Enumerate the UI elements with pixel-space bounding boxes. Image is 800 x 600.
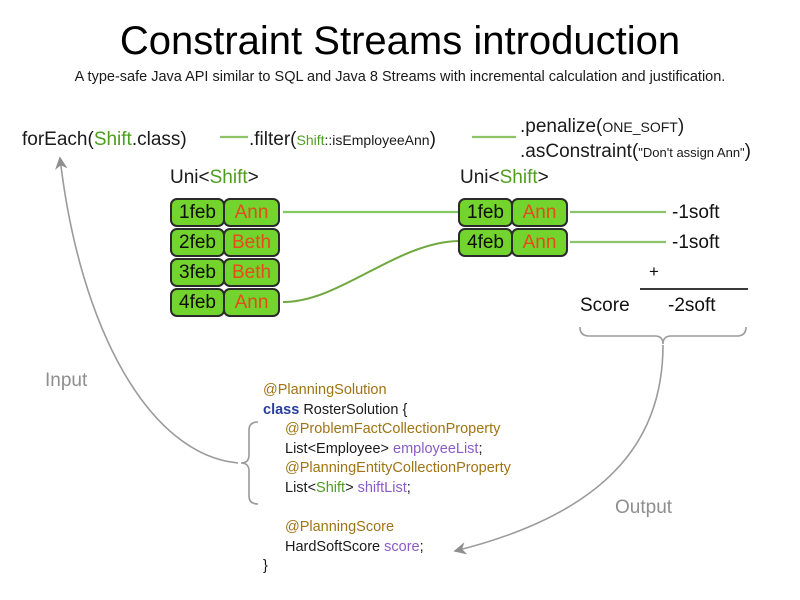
pipeline-step-foreach: forEach(Shift.class) — [22, 128, 187, 152]
code-line: } — [263, 557, 511, 577]
code-token: RosterSolution { — [299, 401, 408, 418]
table-row[interactable]: 2feb Beth — [170, 228, 280, 257]
table-row[interactable]: 4feb Ann — [170, 288, 280, 317]
table-row[interactable]: 1feb Ann — [170, 198, 280, 227]
code-token: List< — [285, 479, 317, 496]
score-brace — [579, 326, 747, 345]
shift-employee: Ann — [511, 228, 568, 257]
code-token: List<Employee> — [285, 440, 394, 457]
table-row[interactable]: 3feb Beth — [170, 258, 280, 287]
code-token: } — [263, 558, 268, 575]
shift-employee: Beth — [223, 228, 280, 257]
pipeline-step-asconstraint: .asConstraint("Don't assign Ann") — [520, 140, 751, 165]
score-total: -2soft — [668, 295, 716, 316]
pipeline-step-filter: .filter(Shift::isEmployeeAnn) — [249, 128, 436, 152]
code-token: Shift — [316, 479, 346, 496]
shift-date: 2feb — [170, 228, 225, 257]
flow-line-4feb — [282, 240, 459, 303]
table-row[interactable]: 4feb Ann — [458, 228, 568, 257]
shift-employee: Beth — [223, 258, 280, 287]
shift-date: 3feb — [170, 258, 225, 287]
shift-date: 1feb — [170, 198, 225, 227]
code-token: ; — [478, 440, 483, 457]
code-line: @ProblemFactCollectionProperty — [263, 420, 511, 440]
shift-employee: Ann — [223, 198, 280, 227]
uni-label-left: Uni<Shift> — [170, 167, 259, 189]
uni-left-suffix: > — [247, 167, 259, 188]
shift-date: 4feb — [170, 288, 225, 317]
code-line: @PlanningScore — [263, 518, 511, 538]
pipeline-step-penalize: .penalize(ONE_SOFT) — [520, 115, 684, 139]
uni-left-type: Shift — [209, 167, 248, 188]
shift-employee: Ann — [223, 288, 280, 317]
penalty-value-1: -1soft — [672, 202, 720, 223]
code-line: @PlanningEntityCollectionProperty — [263, 459, 511, 479]
penalize-suffix: ) — [677, 116, 685, 137]
penalty-value-2: -1soft — [672, 232, 720, 253]
shift-employee: Ann — [511, 198, 568, 227]
code-token: @PlanningScore — [285, 519, 395, 536]
code-token: ; — [406, 479, 411, 496]
uni-right-suffix: > — [537, 167, 549, 188]
penalize-arg: ONE_SOFT — [602, 119, 678, 135]
uni-right-prefix: Uni< — [460, 167, 500, 188]
table-row[interactable]: 1feb Ann — [458, 198, 568, 227]
shift-date: 4feb — [458, 228, 513, 257]
code-token: @PlanningEntityCollectionProperty — [285, 460, 511, 477]
code-brace — [240, 421, 259, 505]
output-label: Output — [615, 497, 673, 518]
output-arrow — [453, 344, 664, 555]
code-token: > — [345, 479, 358, 496]
code-token: employeeList — [393, 440, 479, 457]
uni-label-right: Uni<Shift> — [460, 167, 549, 189]
asconstraint-prefix: .asConstraint( — [520, 141, 639, 162]
input-label: Input — [45, 370, 88, 391]
asconstraint-suffix: ) — [744, 141, 751, 162]
penalize-prefix: .penalize( — [520, 116, 603, 137]
code-token: ; — [419, 538, 424, 555]
code-token — [263, 500, 267, 516]
plus-sign: + — [649, 262, 659, 281]
code-token: @PlanningSolution — [263, 382, 387, 398]
foreach-type: Shift — [93, 129, 132, 150]
code-line: List<Shift> shiftList; — [263, 479, 511, 499]
code-line: List<Employee> employeeList; — [263, 440, 511, 460]
foreach-prefix: forEach( — [22, 129, 94, 150]
code-token: class — [263, 401, 300, 418]
page-subtitle: A type-safe Java API similar to SQL and … — [74, 69, 726, 85]
input-arrow — [55, 156, 239, 464]
filter-arg-type: Shift — [296, 132, 325, 148]
foreach-suffix: .class) — [131, 129, 187, 150]
code-token: HardSoftScore — [285, 538, 385, 555]
uni-right-type: Shift — [499, 167, 538, 188]
filter-prefix: .filter( — [249, 129, 297, 150]
code-token: @ProblemFactCollectionProperty — [285, 421, 501, 438]
code-line — [263, 499, 511, 519]
uni-left-prefix: Uni< — [170, 167, 210, 188]
code-line: class RosterSolution { — [263, 401, 511, 421]
sum-divider — [640, 288, 748, 290]
code-token: score — [384, 538, 420, 555]
code-token: shiftList — [357, 479, 407, 496]
filter-suffix: ) — [429, 129, 436, 150]
code-line: HardSoftScore score; — [263, 538, 511, 558]
filter-arg-rest: ::isEmployeeAnn — [324, 132, 430, 148]
score-label: Score — [580, 295, 630, 316]
code-line: @PlanningSolution — [263, 381, 511, 401]
asconstraint-arg: "Don't assign Ann" — [638, 145, 745, 160]
shift-date: 1feb — [458, 198, 513, 227]
page-title: Constraint Streams introduction — [119, 19, 681, 63]
